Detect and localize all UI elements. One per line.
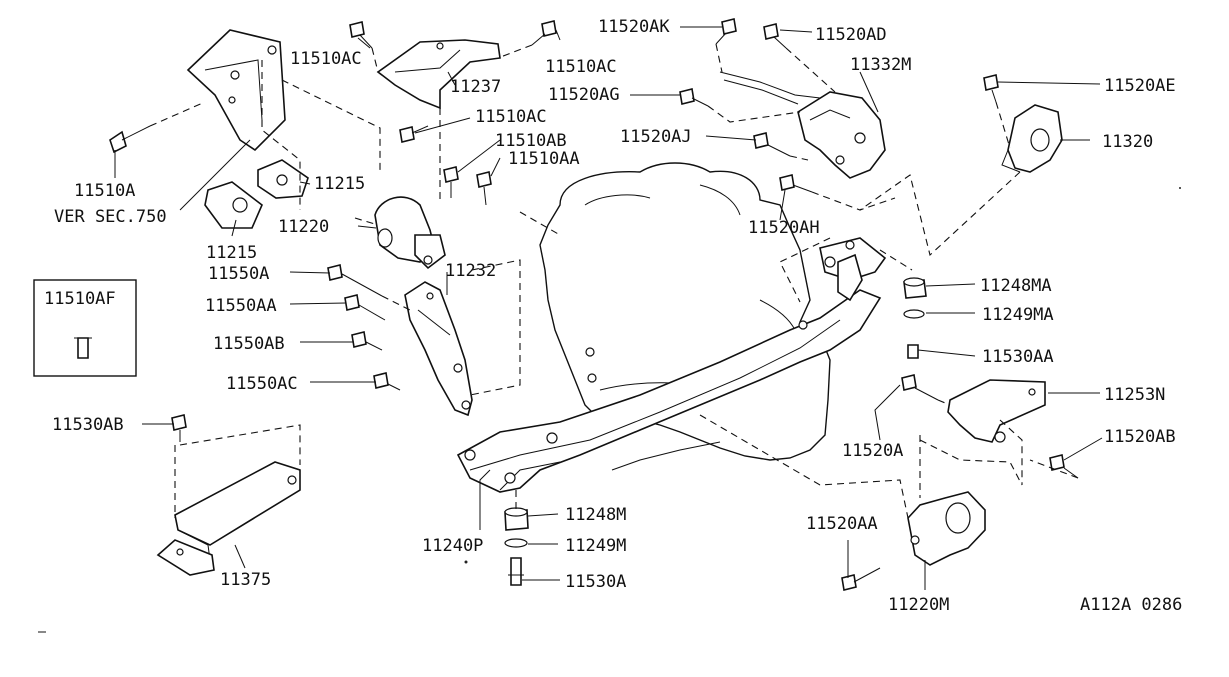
label-11237: 11237: [450, 77, 501, 97]
stack-center-m: [504, 507, 529, 586]
specks: [38, 187, 1181, 633]
bracket-11237: [376, 39, 501, 110]
label-11520AK: 11520AK: [598, 17, 670, 37]
label-11510AC-a: 11510AC: [290, 49, 362, 69]
label-11215-b: 11215: [206, 243, 257, 263]
label-11520AG: 11520AG: [548, 85, 620, 105]
bracket-11253N: [947, 379, 1046, 443]
label-11520AE: 11520AE: [1104, 76, 1176, 96]
label-diagram-code: A112A 0286: [1080, 595, 1182, 615]
label-11520AB: 11520AB: [1104, 427, 1176, 447]
label-11510AC-b: 11510AC: [545, 57, 617, 77]
label-11375: 11375: [220, 570, 271, 590]
label-11530AB: 11530AB: [52, 415, 124, 435]
insulator-11220M: [907, 491, 986, 566]
label-11520AA: 11520AA: [806, 514, 878, 534]
label-11510AF: 11510AF: [44, 289, 116, 309]
assembly-lines: [149, 43, 1079, 519]
label-11240P: 11240P: [422, 536, 483, 556]
label-11232: 11232: [445, 261, 496, 281]
label-11320: 11320: [1102, 132, 1153, 152]
label-11550AA: 11550AA: [205, 296, 277, 316]
label-11550AB: 11550AB: [213, 334, 285, 354]
inset-11510AF: [33, 279, 137, 377]
callout-labels: 11510AC 11237 11510AC 11520AK 11520AD 11…: [44, 17, 1182, 615]
label-11220M: 11220M: [888, 595, 949, 615]
label-11253N: 11253N: [1104, 385, 1165, 405]
label-11520AJ: 11520AJ: [620, 127, 692, 147]
bracket-11332M: [719, 71, 886, 179]
label-11530AA: 11530AA: [982, 347, 1054, 367]
label-11530A: 11530A: [565, 572, 626, 592]
label-11550A: 11550A: [208, 264, 269, 284]
label-11215-a: 11215: [314, 174, 365, 194]
insulator-11320: [1001, 104, 1063, 173]
spacer-11215: [204, 159, 309, 229]
label-11520AH: 11520AH: [748, 218, 820, 238]
label-11510AC-c: 11510AC: [475, 107, 547, 127]
leader-lines: [114, 26, 1103, 590]
label-11248MA: 11248MA: [980, 276, 1052, 296]
box-11375: [156, 461, 301, 576]
label-11248M: 11248M: [565, 505, 626, 525]
label-11249M: 11249M: [565, 536, 626, 556]
label-11220: 11220: [278, 217, 329, 237]
bracket-11232: [404, 281, 473, 417]
label-11520A: 11520A: [842, 441, 903, 461]
label-11332M: 11332M: [850, 55, 911, 75]
crossmember-11240P: [456, 237, 887, 493]
stack-right-ma: [903, 277, 927, 359]
label-11510AA: 11510AA: [508, 149, 580, 169]
label-11520AD: 11520AD: [815, 25, 887, 45]
label-11510AB: 11510AB: [495, 131, 567, 151]
bolts: [109, 18, 1079, 591]
label-ver-sec-750: VER SEC.750: [54, 207, 167, 227]
label-11550AC: 11550AC: [226, 374, 298, 394]
bracket-upper-left: [186, 29, 286, 152]
label-11249MA: 11249MA: [982, 305, 1054, 325]
insulator-11220: [374, 196, 446, 270]
label-11510A: 11510A: [74, 181, 135, 201]
